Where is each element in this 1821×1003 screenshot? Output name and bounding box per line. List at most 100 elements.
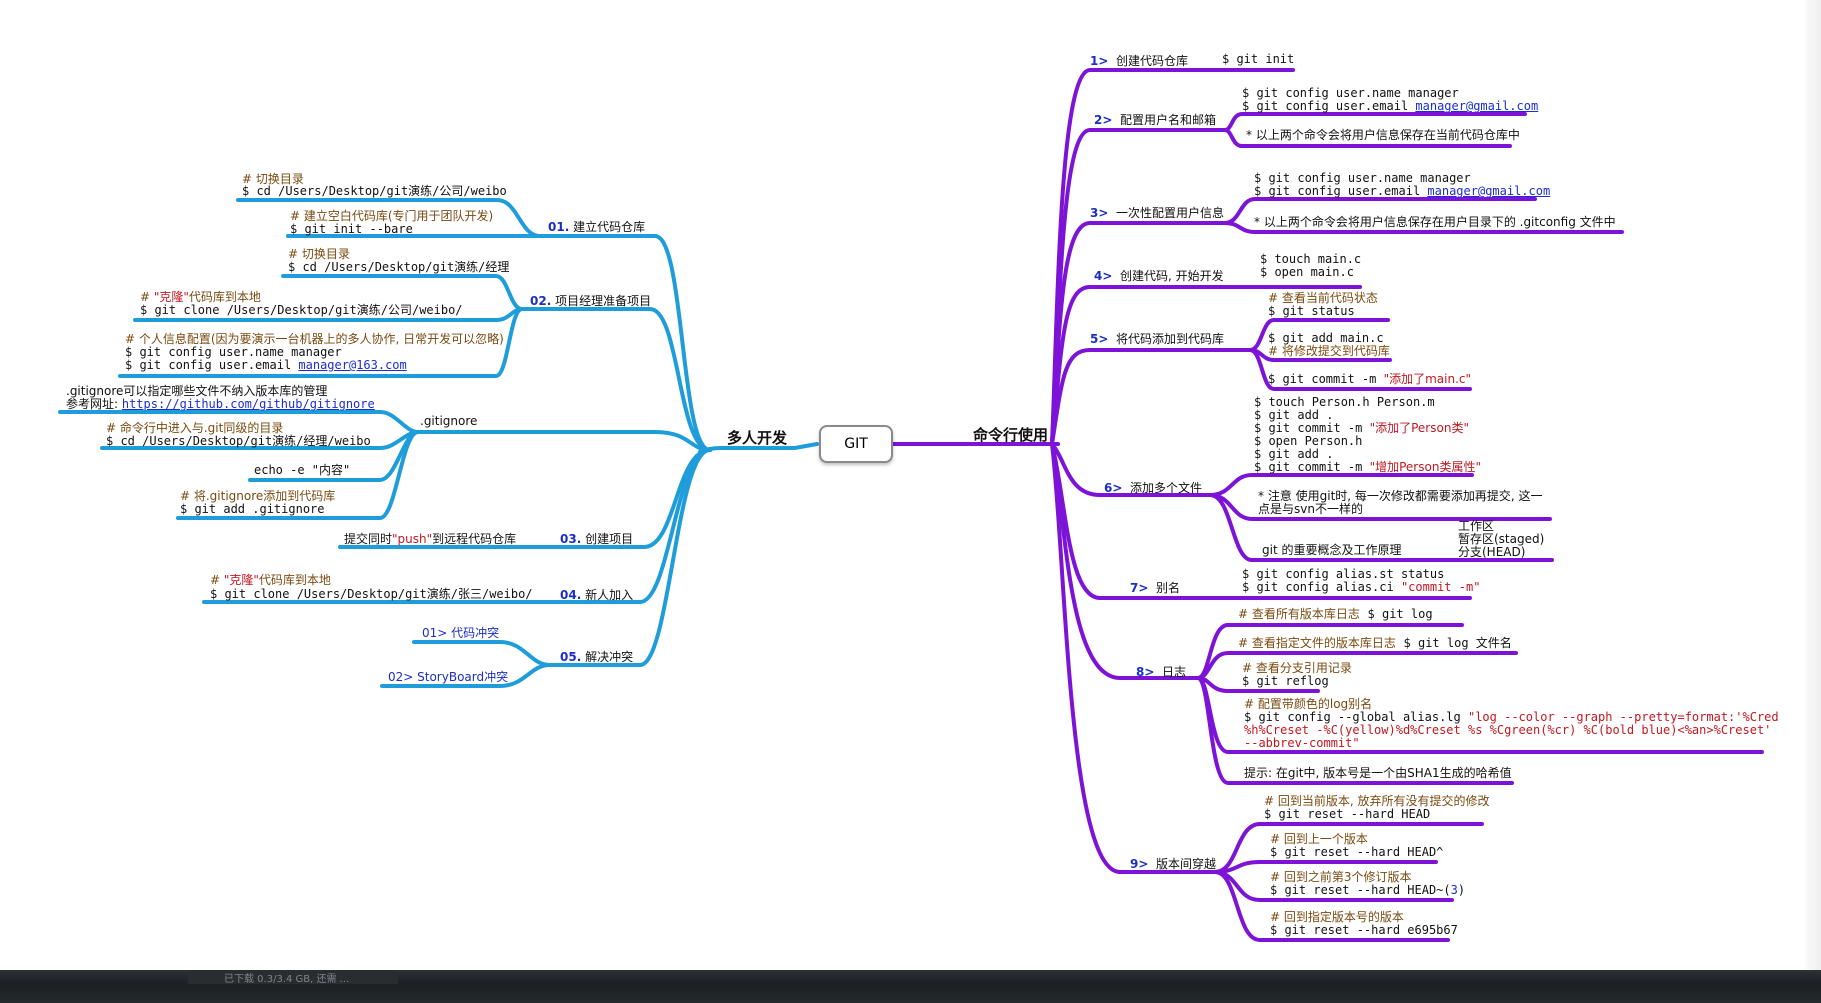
step-5[interactable]: 5> 将代码添加到代码库 xyxy=(1090,332,1225,346)
section-04-num: 04. xyxy=(560,588,582,602)
command-text: $ git commit -m "添加了main.c" xyxy=(1268,372,1472,386)
section-04-label: 新人加入 xyxy=(585,588,634,602)
command-text: $ git reset --hard HEAD~(3) xyxy=(1270,883,1466,897)
command-text: $ git config --global alias.lg "log --co… xyxy=(1244,710,1779,724)
section-01[interactable]: 01. 建立代码仓库 xyxy=(548,221,645,234)
left-connectors xyxy=(58,198,819,688)
email-link[interactable]: manager@gmail.com xyxy=(1427,184,1551,198)
comment-text: # 查看所有版本库日志 $ git log xyxy=(1238,607,1433,621)
section-02[interactable]: 02. 项目经理准备项目 xyxy=(530,295,651,308)
step-4[interactable]: 4> 创建代码, 开始开发 xyxy=(1094,269,1224,283)
command-text: $ git config alias.st status xyxy=(1242,567,1445,581)
right-connectors xyxy=(889,68,1764,942)
email-link[interactable]: manager@gmail.com xyxy=(1415,99,1539,113)
command-text: %h%Creset -%C(yellow)%d%Creset %s %Cgree… xyxy=(1244,723,1772,737)
command-text: --abbrev-commit" xyxy=(1244,736,1360,750)
area-head: 分支(HEAD) xyxy=(1458,545,1526,559)
command-text: $ git config user.email manager@gmail.co… xyxy=(1242,99,1539,113)
command-text: $ cd /Users/Desktop/git演练/经理 xyxy=(288,260,510,274)
command-text: $ git reset --hard HEAD xyxy=(1264,807,1431,821)
step-8[interactable]: 8> 日志 xyxy=(1136,665,1187,679)
info-text: .gitignore可以指定哪些文件不纳入版本库的管理 xyxy=(66,384,328,398)
download-progress: 已下载 0.3/3.4 GB, 还需 ... xyxy=(188,970,398,985)
section-03[interactable]: 03. 创建项目 xyxy=(560,533,633,546)
command-text: $ git init --bare xyxy=(290,222,413,236)
command-text: $ cd /Users/Desktop/git演练/公司/weibo xyxy=(242,184,507,198)
comment-text: # 回到指定版本号的版本 xyxy=(1270,910,1404,924)
section-05-num: 05. xyxy=(560,650,582,664)
command-text: $ open main.c xyxy=(1260,265,1354,279)
comment-text: # "克隆"代码库到本地 xyxy=(210,573,331,587)
step-7[interactable]: 7> 别名 xyxy=(1130,581,1181,595)
command-text: $ git config user.email manager@gmail.co… xyxy=(1254,184,1551,198)
mindmap-connectors xyxy=(58,68,1764,942)
command-text: $ touch Person.h Person.m xyxy=(1254,395,1435,409)
command-text: $ git add .gitignore xyxy=(180,502,325,516)
section-01-num: 01. xyxy=(548,220,570,234)
section-02-num: 02. xyxy=(530,294,552,308)
leaf-storyboard-conflict[interactable]: 02> StoryBoard冲突 xyxy=(388,670,509,684)
section-05-label: 解决冲突 xyxy=(585,650,634,664)
concept-text: git 的重要概念及工作原理 xyxy=(1262,543,1402,557)
command-text: echo -e "内容" xyxy=(254,463,351,477)
section-05[interactable]: 05. 解决冲突 xyxy=(560,651,633,664)
reference-text: 参考网址: https://github.com/github/gitignor… xyxy=(66,397,375,411)
command-text: $ open Person.h xyxy=(1254,434,1363,448)
comment-text: # 回到之前第3个修订版本 xyxy=(1270,870,1412,884)
command-text: $ git reset --hard e695b67 xyxy=(1270,923,1458,937)
command-text: $ git reflog xyxy=(1242,674,1329,688)
comment-text: # 查看当前代码状态 xyxy=(1268,291,1378,305)
central-node-git[interactable]: GIT xyxy=(819,425,893,463)
note-text: * 以上两个命令会将用户信息保存在当前代码仓库中 xyxy=(1246,128,1520,142)
comment-text: # 切换目录 xyxy=(242,172,304,186)
section-03-label: 创建项目 xyxy=(585,532,634,546)
area-staged: 暂存区(staged) xyxy=(1458,532,1545,546)
step-6[interactable]: 6> 添加多个文件 xyxy=(1104,481,1203,495)
step-2[interactable]: 2> 配置用户名和邮箱 xyxy=(1094,113,1217,127)
hint-text: 提示: 在git中, 版本号是一个由SHA1生成的哈希值 xyxy=(1244,766,1512,780)
step-1[interactable]: 1> 创建代码仓库 xyxy=(1090,54,1189,68)
comment-text: # "克隆"代码库到本地 xyxy=(140,290,261,304)
command-text: $ git config user.email manager@163.com xyxy=(125,358,407,372)
section-gitignore[interactable]: .gitignore xyxy=(420,414,478,428)
left-branch-title: 多人开发 xyxy=(727,429,788,447)
gitignore-link[interactable]: https://github.com/github/gitignore xyxy=(121,397,375,411)
command-text: $ git add . xyxy=(1254,447,1334,461)
bottom-status-bar: 已下载 0.3/3.4 GB, 还需 ... xyxy=(0,970,1821,1003)
command-text: $ git init xyxy=(1222,52,1295,66)
comment-text: # 配置带颜色的log别名 xyxy=(1244,697,1373,711)
command-text: $ git reset --hard HEAD^ xyxy=(1270,845,1444,859)
section-03-num: 03. xyxy=(560,532,582,546)
note-text: * 以上两个命令会将用户信息保存在用户目录下的 .gitconfig 文件中 xyxy=(1254,215,1616,229)
comment-text: # 将.gitignore添加到代码库 xyxy=(180,489,336,503)
step-3[interactable]: 3> 一次性配置用户信息 xyxy=(1090,206,1225,220)
email-link[interactable]: manager@163.com xyxy=(298,358,407,372)
vertical-scrollbar[interactable] xyxy=(1805,0,1821,970)
comment-text: # 切换目录 xyxy=(288,247,350,261)
command-text: $ git clone /Users/Desktop/git演练/张三/weib… xyxy=(210,587,533,601)
comment-text: # 建立空白代码库(专门用于团队开发) xyxy=(290,209,494,223)
section-01-label: 建立代码仓库 xyxy=(573,220,646,234)
command-text: $ git add main.c xyxy=(1268,331,1384,345)
comment-text: # 回到当前版本, 放弃所有没有提交的修改 xyxy=(1264,794,1490,808)
command-text: $ git commit -m "添加了Person类" xyxy=(1254,421,1469,435)
comment-text: # 回到上一个版本 xyxy=(1270,832,1368,846)
comment-text: # 个人信息配置(因为要演示一台机器上的多人协作, 日常开发可以忽略) xyxy=(125,332,504,346)
leaf-code-conflict[interactable]: 01> 代码冲突 xyxy=(422,626,500,640)
leaf-text: 提交同时"push"到远程代码仓库 xyxy=(344,532,517,546)
right-branch-title: 命令行使用 xyxy=(973,426,1049,444)
step-9[interactable]: 9> 版本间穿越 xyxy=(1130,857,1217,871)
command-text: $ git config user.name manager xyxy=(1254,171,1471,185)
command-text: $ git add . xyxy=(1254,408,1334,422)
command-text: $ git clone /Users/Desktop/git演练/公司/weib… xyxy=(140,303,463,317)
note-text: * 注意 使用git时, 每一次修改都需要添加再提交, 这一 xyxy=(1258,489,1543,503)
command-text: $ git config user.name manager xyxy=(1242,86,1459,100)
command-text: $ git status xyxy=(1268,304,1355,318)
comment-text: # 命令行中进入与.git同级的目录 xyxy=(106,421,284,435)
comment-text: # 将修改提交到代码库 xyxy=(1268,344,1390,358)
command-text: $ touch main.c xyxy=(1260,252,1362,266)
comment-text: # 查看指定文件的版本库日志 $ git log 文件名 xyxy=(1238,636,1512,650)
command-text: $ git commit -m "增加Person类属性" xyxy=(1254,460,1481,474)
section-04[interactable]: 04. 新人加入 xyxy=(560,589,633,602)
download-text: 已下载 0.3/3.4 GB, 还需 ... xyxy=(224,974,350,985)
